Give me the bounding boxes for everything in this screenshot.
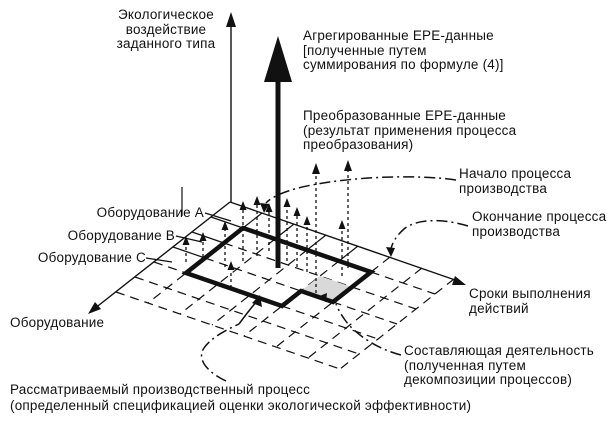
epe-arrow-tall xyxy=(312,163,320,293)
epe-arrow xyxy=(221,221,229,267)
equipment-row-leaders xyxy=(145,212,232,263)
component-activity-label: Составляющая деятельность (полученная пу… xyxy=(404,343,595,387)
epe-arrow xyxy=(182,236,190,262)
component-activity-leader xyxy=(317,293,402,356)
process-region-outline xyxy=(181,225,376,309)
epe-arrow xyxy=(283,198,291,261)
equipment-b-leader xyxy=(175,235,203,243)
aggregated-epe-label: Агрегированные EPE-данные [полученные пу… xyxy=(303,28,504,72)
impact-axis-arrowhead xyxy=(226,12,236,27)
process-end-leader xyxy=(386,219,469,257)
process-start-label: Начало процесса производства xyxy=(459,166,572,196)
equipment-axis xyxy=(88,201,231,314)
epe-arrow xyxy=(253,196,261,256)
epe-arrow xyxy=(303,216,311,272)
time-axis xyxy=(229,201,466,285)
epe-arrow xyxy=(293,207,301,267)
equipment-c-leader xyxy=(145,257,173,263)
impact-axis xyxy=(226,12,236,202)
process-end-label: Окончание процесса производства xyxy=(472,209,607,239)
transformed-epe-label: Преобразованные EPE-данные (результат пр… xyxy=(303,108,517,152)
epe-arrow xyxy=(265,203,273,251)
epe-arrow xyxy=(227,261,235,288)
process-region-caption: Рассматриваемый производственный процесс… xyxy=(10,382,472,413)
equipment-axis-arrowhead xyxy=(88,302,101,314)
epe-arrow xyxy=(199,232,207,257)
equipment-a-leader xyxy=(204,212,232,222)
equipment-b-label: Оборудование B xyxy=(67,228,175,243)
epe-arrow xyxy=(239,201,247,261)
equipment-c-label: Оборудование C xyxy=(37,250,146,265)
process-start-leader xyxy=(260,176,457,213)
epe-arrow xyxy=(338,220,346,276)
transformed-epe-arrows xyxy=(182,160,352,293)
impact-axis-label: Экологическое воздействие заданного типа xyxy=(116,7,216,51)
timing-axis-label: Сроки выполнения действий xyxy=(469,286,591,316)
aggregated-epe-arrow xyxy=(264,36,292,268)
epe-arrow-tall xyxy=(344,160,352,268)
time-axis-arrowhead xyxy=(452,276,466,285)
equipment-a-label: Оборудование A xyxy=(96,205,204,220)
process-region-leader xyxy=(200,295,262,382)
equipment-axis-label: Оборудование xyxy=(10,315,105,330)
